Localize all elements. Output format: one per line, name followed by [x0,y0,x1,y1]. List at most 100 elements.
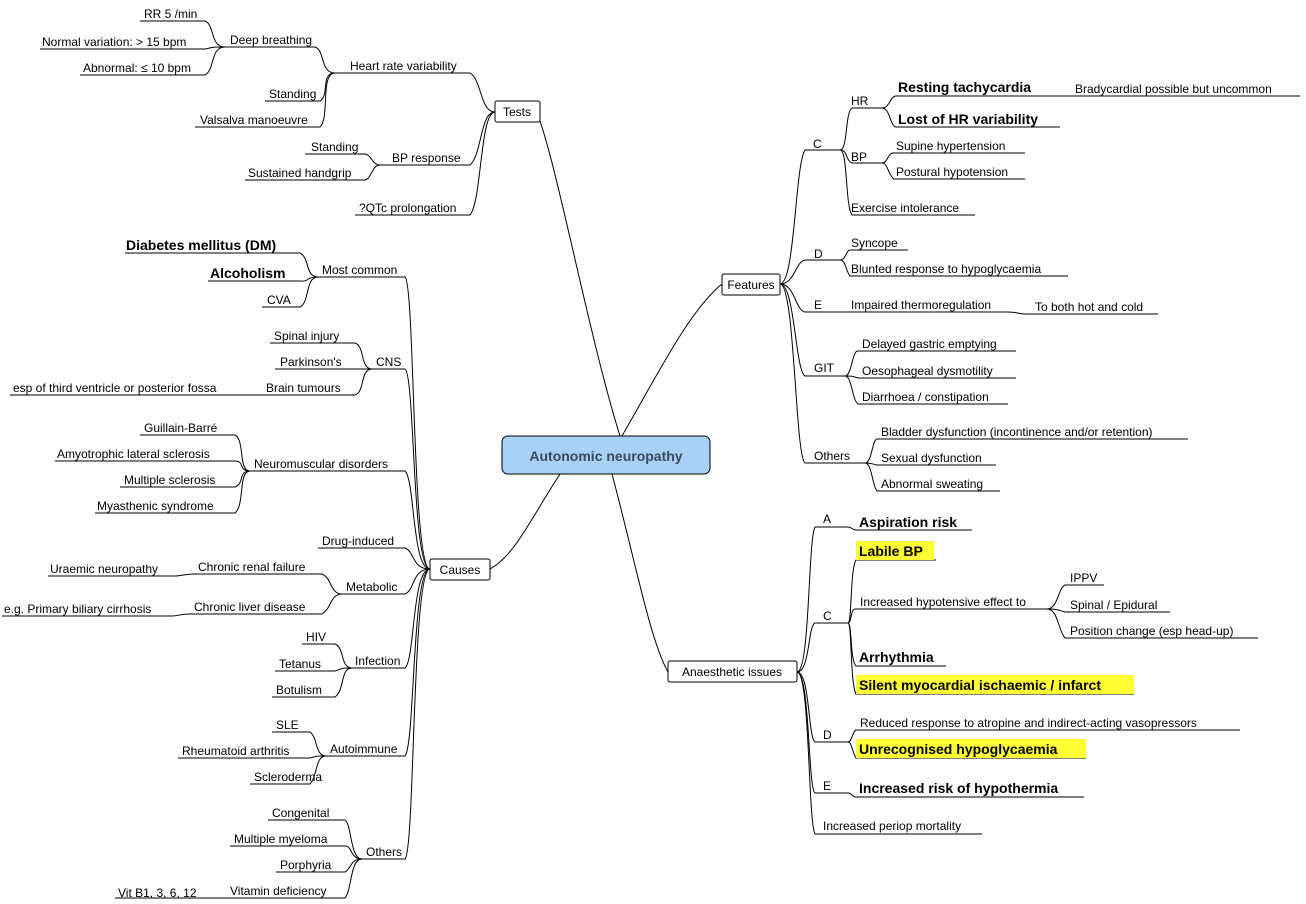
autoimmune-label: Autoimmune [330,742,398,756]
tests-branch: Heart rate variability Deep breathing RR… [42,7,461,215]
cva-label: CVA [267,293,291,307]
connectors [2,20,1300,899]
neuromuscular-label: Neuromuscular disorders [254,457,388,471]
supine-htn-label: Supine hypertension [896,139,1005,153]
features-hr-label: HR [851,94,869,108]
bradycardia-note: Bradycardial possible but uncommon [1075,82,1272,96]
highlight-labile-bp [856,541,934,560]
central-node-box[interactable] [501,435,711,475]
oesophageal-label: Oesophageal dysmotility [862,364,993,378]
anaesthetic-branch: A Aspiration risk C Labile BP Increased … [823,512,1233,833]
brain-tumours-note: esp of third ventricle or posterior foss… [13,381,217,395]
vitamin-note: Vit B1, 3, 6, 12 [118,886,197,900]
resting-tachycardia-label: Resting tachycardia [898,79,1031,95]
atropine-label: Reduced response to atropine and indirec… [860,716,1197,730]
lost-hrv-label: Lost of HR variability [898,111,1038,127]
anaes-c-label: C [823,609,832,623]
tests-node-box[interactable] [494,100,541,123]
parkinsons-label: Parkinson's [280,355,342,369]
porphyria-label: Porphyria [280,858,332,872]
hypotensive-label: Increased hypotensive effect to [860,595,1026,609]
unrecognised-hypo-label: Unrecognised hypoglycaemia [859,741,1058,757]
features-c-label: C [813,137,822,151]
highlight-silent-ischaemia [856,675,1134,694]
infection-label: Infection [355,654,400,668]
rr-label: RR 5 /min [144,7,197,21]
guillain-barre-label: Guillain-Barré [144,421,218,435]
ra-label: Rheumatoid arthritis [182,744,289,758]
diabetes-label: Diabetes mellitus (DM) [126,237,276,253]
metabolic-label: Metabolic [346,580,397,594]
sle-label: SLE [276,718,299,732]
myeloma-label: Multiple myeloma [234,832,328,846]
highlight-unrecognised-hypoglycaemia [856,739,1086,758]
bladder-label: Bladder dysfunction (incontinence and/or… [881,425,1153,439]
bp-standing-label: Standing [311,140,358,154]
brain-tumours-label: Brain tumours [266,381,341,395]
sexual-label: Sexual dysfunction [881,451,982,465]
congenital-label: Congenital [272,806,329,820]
drug-induced-label: Drug-induced [322,534,394,548]
cns-label: CNS [376,355,401,369]
aspiration-label: Aspiration risk [859,514,957,530]
position-change-label: Position change (esp head-up) [1070,624,1233,638]
anaesthetic-node-box[interactable] [667,660,798,683]
abnormal-label: Abnormal: ≤ 10 bpm [83,61,191,75]
gastric-emptying-label: Delayed gastric emptying [862,337,997,351]
postural-hypotension-label: Postural hypotension [896,165,1008,179]
hrv-label: Heart rate variability [350,59,457,73]
als-label: Amyotrophic lateral sclerosis [57,447,210,461]
alcoholism-label: Alcoholism [210,265,285,281]
thermoregulation-label: Impaired thermoregulation [851,298,991,312]
normal-variation-label: Normal variation: > 15 bpm [42,35,186,49]
causes-node-label: Causes [440,563,481,577]
hypothermia-label: Increased risk of hypothermia [859,780,1058,796]
anaes-e-label: E [823,779,831,793]
qtc-label: ?QTc prolongation [359,201,456,215]
anaes-a-label: A [823,512,831,526]
features-node-label: Features [727,278,774,292]
exercise-intolerance-label: Exercise intolerance [851,201,959,215]
scleroderma-label: Scleroderma [254,770,322,784]
features-e-label: E [814,298,822,312]
features-bp-label: BP [851,150,867,164]
features-d-label: D [814,247,823,261]
hot-cold-note: To both hot and cold [1035,300,1143,314]
silent-ischaemia-label: Silent myocardial ischaemic / infarct [859,677,1101,693]
anaesthetic-node-label: Anaesthetic issues [682,665,782,679]
most-common-label: Most common [322,263,397,277]
diarrhoea-label: Diarrhoea / constipation [862,390,989,404]
features-others-label: Others [814,449,850,463]
handgrip-label: Sustained handgrip [248,166,352,180]
others-cause-label: Others [366,845,402,859]
tetanus-label: Tetanus [279,657,321,671]
syncope-label: Syncope [851,236,898,250]
liver-label: Chronic liver disease [194,600,306,614]
features-node-box[interactable] [721,273,781,296]
blunted-response-label: Blunted response to hypoglycaemia [851,262,1041,276]
causes-node-box[interactable] [429,558,491,581]
central-node-label: Autonomic neuropathy [529,448,682,464]
features-git-label: GIT [814,361,835,375]
spinal-injury-label: Spinal injury [274,329,339,343]
hrv-standing-label: Standing [269,87,316,101]
myasthenic-label: Myasthenic syndrome [97,499,214,513]
causes-branch: Most common Diabetes mellitus (DM) Alcoh… [4,237,402,900]
valsalva-label: Valsalva manoeuvre [200,113,308,127]
renal-label: Chronic renal failure [198,560,306,574]
spinal-epidural-label: Spinal / Epidural [1070,598,1157,612]
bp-response-label: BP response [392,151,461,165]
deep-breathing-label: Deep breathing [230,33,312,47]
vitamin-label: Vitamin deficiency [230,884,327,898]
botulism-label: Botulism [276,683,322,697]
labile-bp-label: Labile BP [859,543,923,559]
anaes-d-label: D [823,728,832,742]
features-branch: C HR Resting tachycardia Bradycardial po… [813,79,1272,491]
pbc-label: e.g. Primary biliary cirrhosis [4,602,151,616]
tests-node-label: Tests [503,105,531,119]
hiv-label: HIV [306,630,326,644]
uraemic-label: Uraemic neuropathy [50,562,158,576]
ms-label: Multiple sclerosis [124,473,215,487]
ippv-label: IPPV [1070,571,1097,585]
